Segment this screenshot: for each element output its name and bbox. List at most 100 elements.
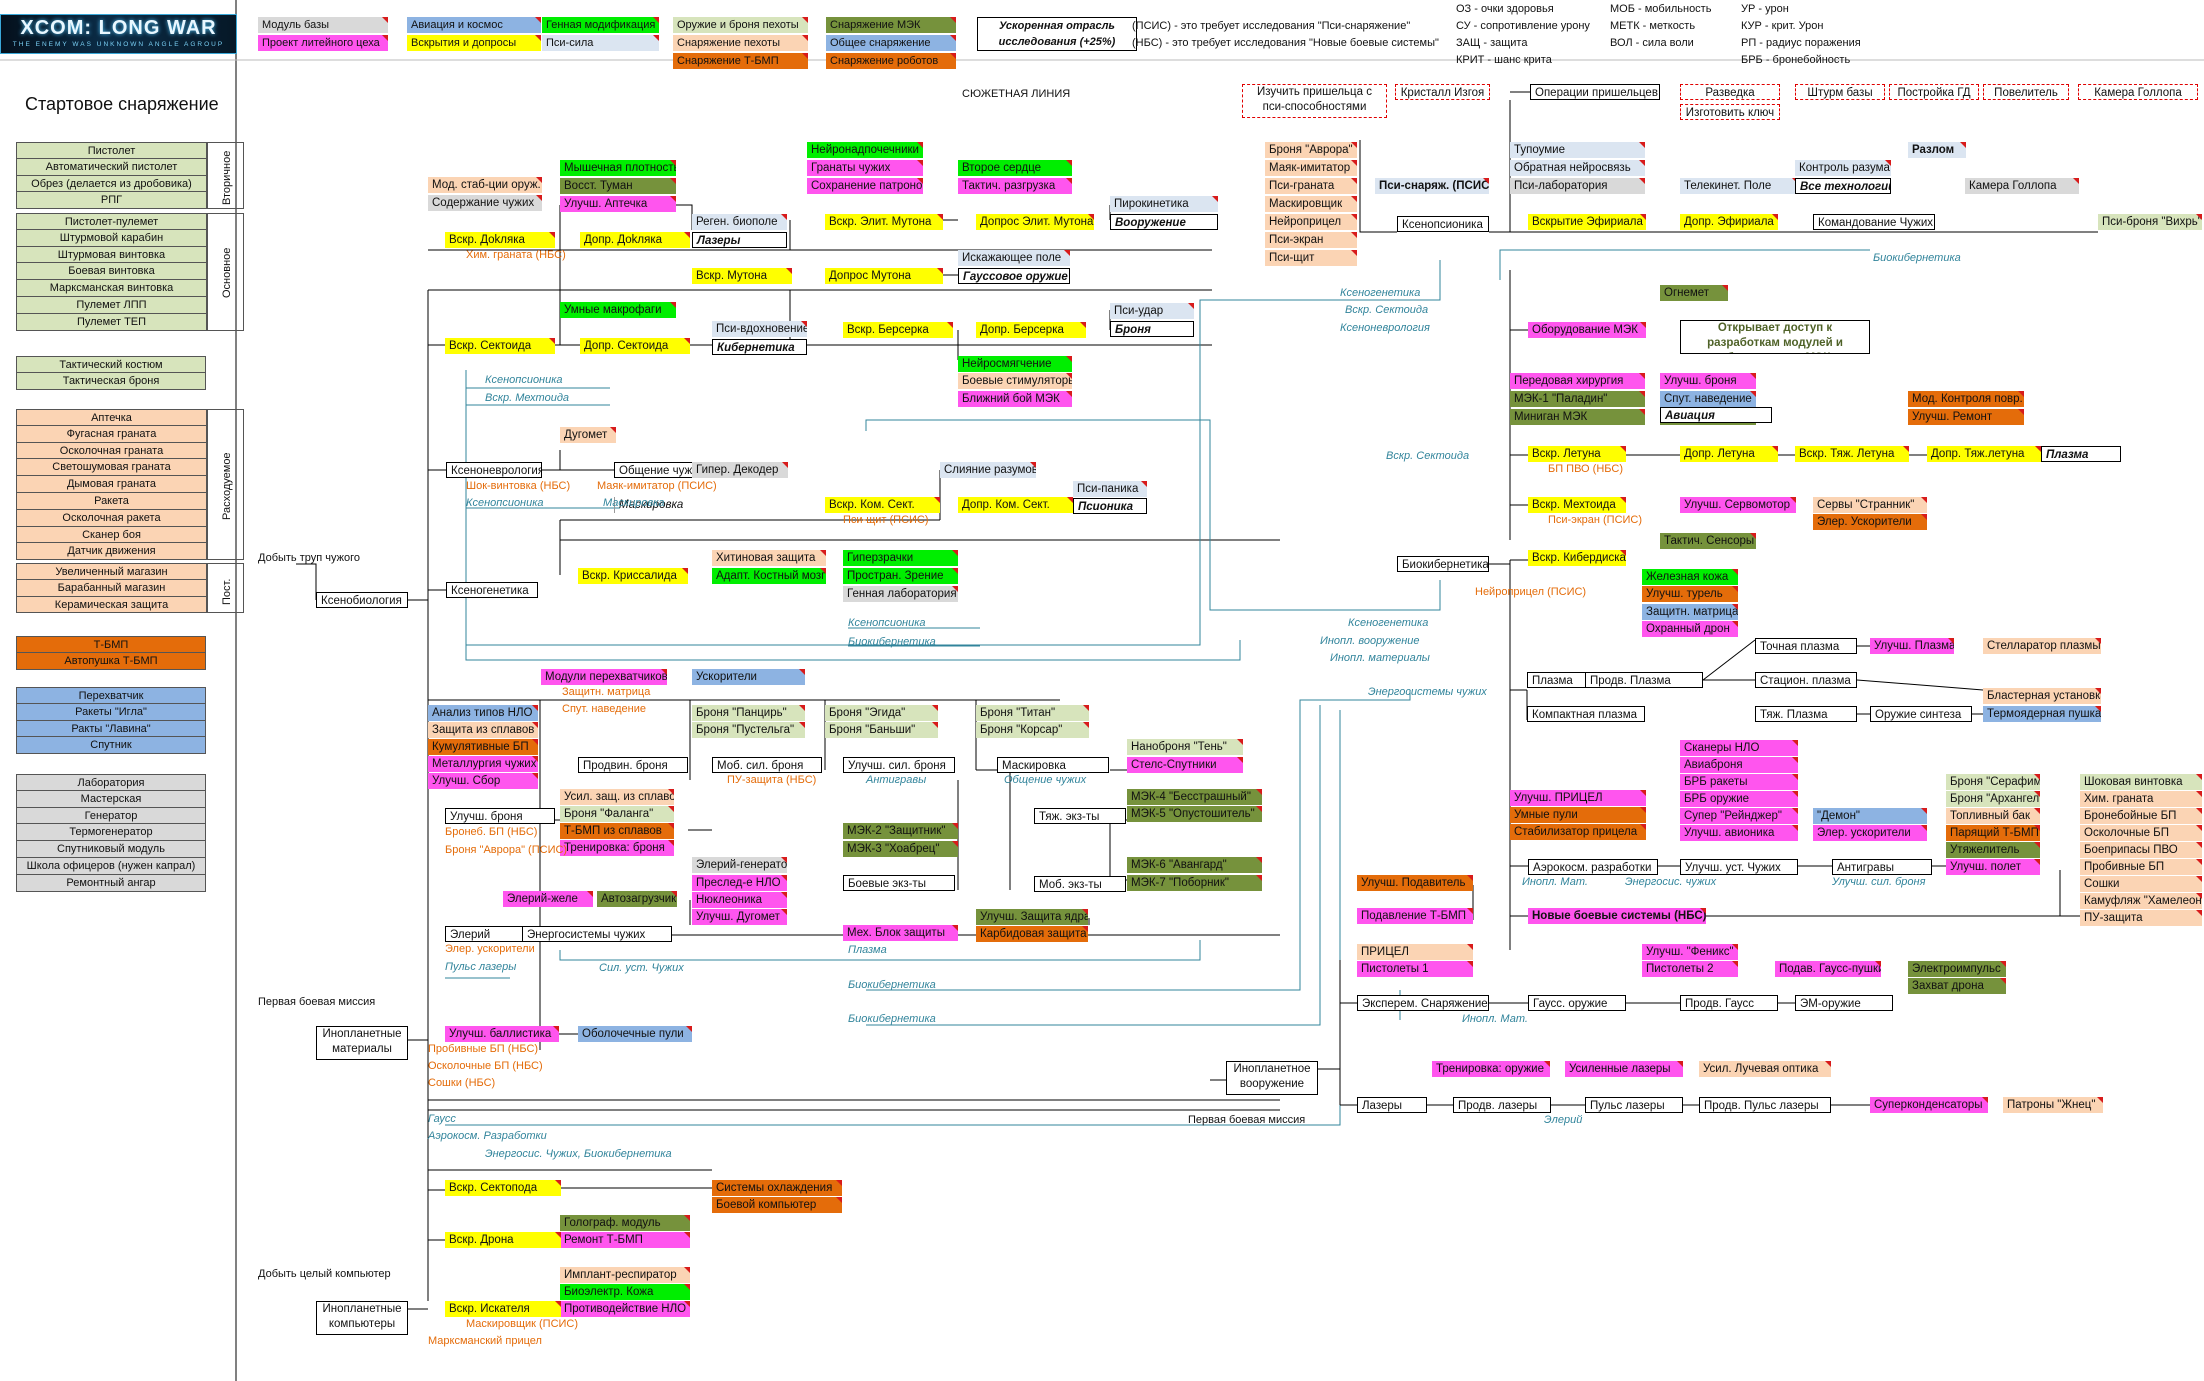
research-node: Камера Голлопа [1965,178,2079,194]
research-node: Ближний бой МЭК [958,391,1072,407]
research-node: Броня "Панцирь" [692,705,805,721]
connector-line [465,260,1441,646]
research-node: Усил. Лучевая оптика [1699,1061,1831,1077]
crosslink-label: Пульс лазеры [445,961,517,973]
research-node: Открывает доступ к разработкам модулей и… [1680,320,1870,354]
research-node: Инопланетные материалы [316,1026,408,1060]
research-node: Утяжелитель [1946,842,2040,858]
research-node: Повелитель [1983,84,2069,100]
research-node: Ксеноневрология [446,462,542,478]
start-item: Ремонтный ангар [16,874,206,892]
research-node: Тупоумие [1510,142,1645,158]
start-item: Тактический костюм [16,356,206,373]
research-node: Эксперем. Снаряжение [1357,995,1489,1011]
research-node: Стелс-Спутники [1127,757,1243,773]
abbreviation: ЗАЩ - защита [1456,37,1528,49]
research-node: Осколочные БП [2080,825,2202,841]
research-node: Нейронадпочечники [807,142,923,158]
logo-title: XCOM: LONG WAR [20,17,217,39]
research-node: Элерий-генератор [692,857,787,873]
crosslink-label: Вскр. Сектоида [1345,304,1429,316]
research-node: Изучить пришельца с пси-способностями [1242,84,1387,118]
start-item: Спутник [16,737,206,755]
research-node: Улучш. броня [1660,373,1756,389]
start-group-label: Расходуемое [221,452,233,520]
research-node: Броня "Аврора" [1265,142,1357,158]
research-node: Пси-удар [1110,303,1194,319]
connector-line [1499,249,1870,280]
research-node: ЭМ-оружие [1795,995,1893,1011]
research-node: Улучш. полет [1946,859,2040,875]
crosslink-label: Антигравы [866,774,927,786]
research-node: Бластерная установка [1983,688,2101,704]
research-node: Контроль разума [1795,160,1891,176]
requirement-label: Спут. наведение [562,703,646,715]
research-node: Мод. Контроля повр. [1908,391,2024,407]
research-node: Преслед-е НЛО [692,875,787,891]
connector-line [1702,639,1756,681]
research-node: Пистолеты 1 [1357,961,1473,977]
research-node: Броня "Корсар" [976,722,1089,738]
research-node: Допр. Летуна [1680,446,1778,462]
start-item: Сканер боя [16,526,207,544]
research-node: Улучш. Ремонт [1908,409,2024,425]
speedup-box: Ускоренная отрасль исследования (+25%) [977,17,1137,51]
start-item: Обрез (делается из дробовика) [16,175,207,193]
research-node: Телекинет. Поле [1680,178,1798,194]
research-node: Продв. лазеры [1453,1097,1551,1113]
crosslink-label: Сил. уст. Чужих [599,962,684,974]
crosslink-label: Ксенопсионика [466,497,544,509]
research-node: Пси-щит [1265,250,1357,266]
research-node: Нюклеоника [692,892,787,908]
note-nbs: (НБС) - это требует исследования "Новые … [1132,37,1439,49]
research-node: Миниган МЭК [1510,409,1645,425]
crosslink-label: Вскр. Сектоида [1386,450,1470,462]
requirement-label: Хим. граната (НБС) [466,249,566,261]
research-node: Кибернетика [712,339,807,355]
requirement-label: Маяк-имитатор (ПСИС) [597,480,717,492]
research-node: Анализ типов НЛО [428,705,538,721]
abbreviation: ОЗ - очки здоровья [1456,3,1554,15]
research-node: Допр. Берсерка [976,322,1086,338]
research-node: Модули перехватчиков [541,669,667,685]
research-node: Броня "Пустельга" [692,722,805,738]
research-node: Улучш. Плазма [1870,638,1954,654]
connector-line [866,690,1411,991]
research-node: Второе сердце [958,160,1072,176]
connector-line [1856,679,1984,691]
research-node: Гауссовое оружие [958,268,1070,284]
research-node: Боеприпасы ПВО [2080,842,2202,858]
legend-item: Вскрытия и допросы [407,35,541,51]
research-node: Броня "Эгида" [825,705,938,721]
research-node: Нейросмягчение [958,356,1072,372]
legend-item: Проект литейного цеха [258,35,388,51]
research-node: Допр. Тяж.летуна [1927,446,2041,462]
research-node: Улучш. Сбор [428,773,538,789]
crosslink-label: Энергосис. Чужих, Биокибернетика [485,1148,672,1160]
start-item: Термогенератор [16,824,206,842]
legend-item: Снаряжение МЭК [826,17,956,33]
requirement-label: Марксманский прицел [428,1335,542,1347]
requirement-label: БП ПВО (НБС) [1548,463,1623,475]
research-node: Улучш. "Феникс" [1642,944,1738,960]
crosslink-label: Аэрокосм. Разработки [428,1130,547,1142]
research-node: МЭК-3 "Хоабрец" [843,841,958,857]
research-node: Вскр. Кибердиска [1528,550,1626,566]
research-node: Огнемет [1660,285,1728,301]
start-item: Т-БМП [16,636,206,653]
page-title: Стартовое снаряжение [25,94,219,114]
research-node: Вскр. Мехтоида [1528,497,1626,513]
research-node: МЭК-1 "Паладин" [1510,391,1645,407]
speedup-line2: исследования (+25%) [998,36,1116,48]
legend-item: Снаряжение Т-БМП [673,53,808,69]
research-node: Инопланетное вооружение [1226,1061,1318,1095]
research-node: Ремонт Т-БМП [560,1232,690,1248]
research-node: Броня "Фаланга" [560,806,674,822]
research-node: Броня "Архангел" [1946,791,2040,807]
research-node: Маскировщик [1265,196,1357,212]
research-node: Аэрокосм. разработки [1528,859,1658,875]
